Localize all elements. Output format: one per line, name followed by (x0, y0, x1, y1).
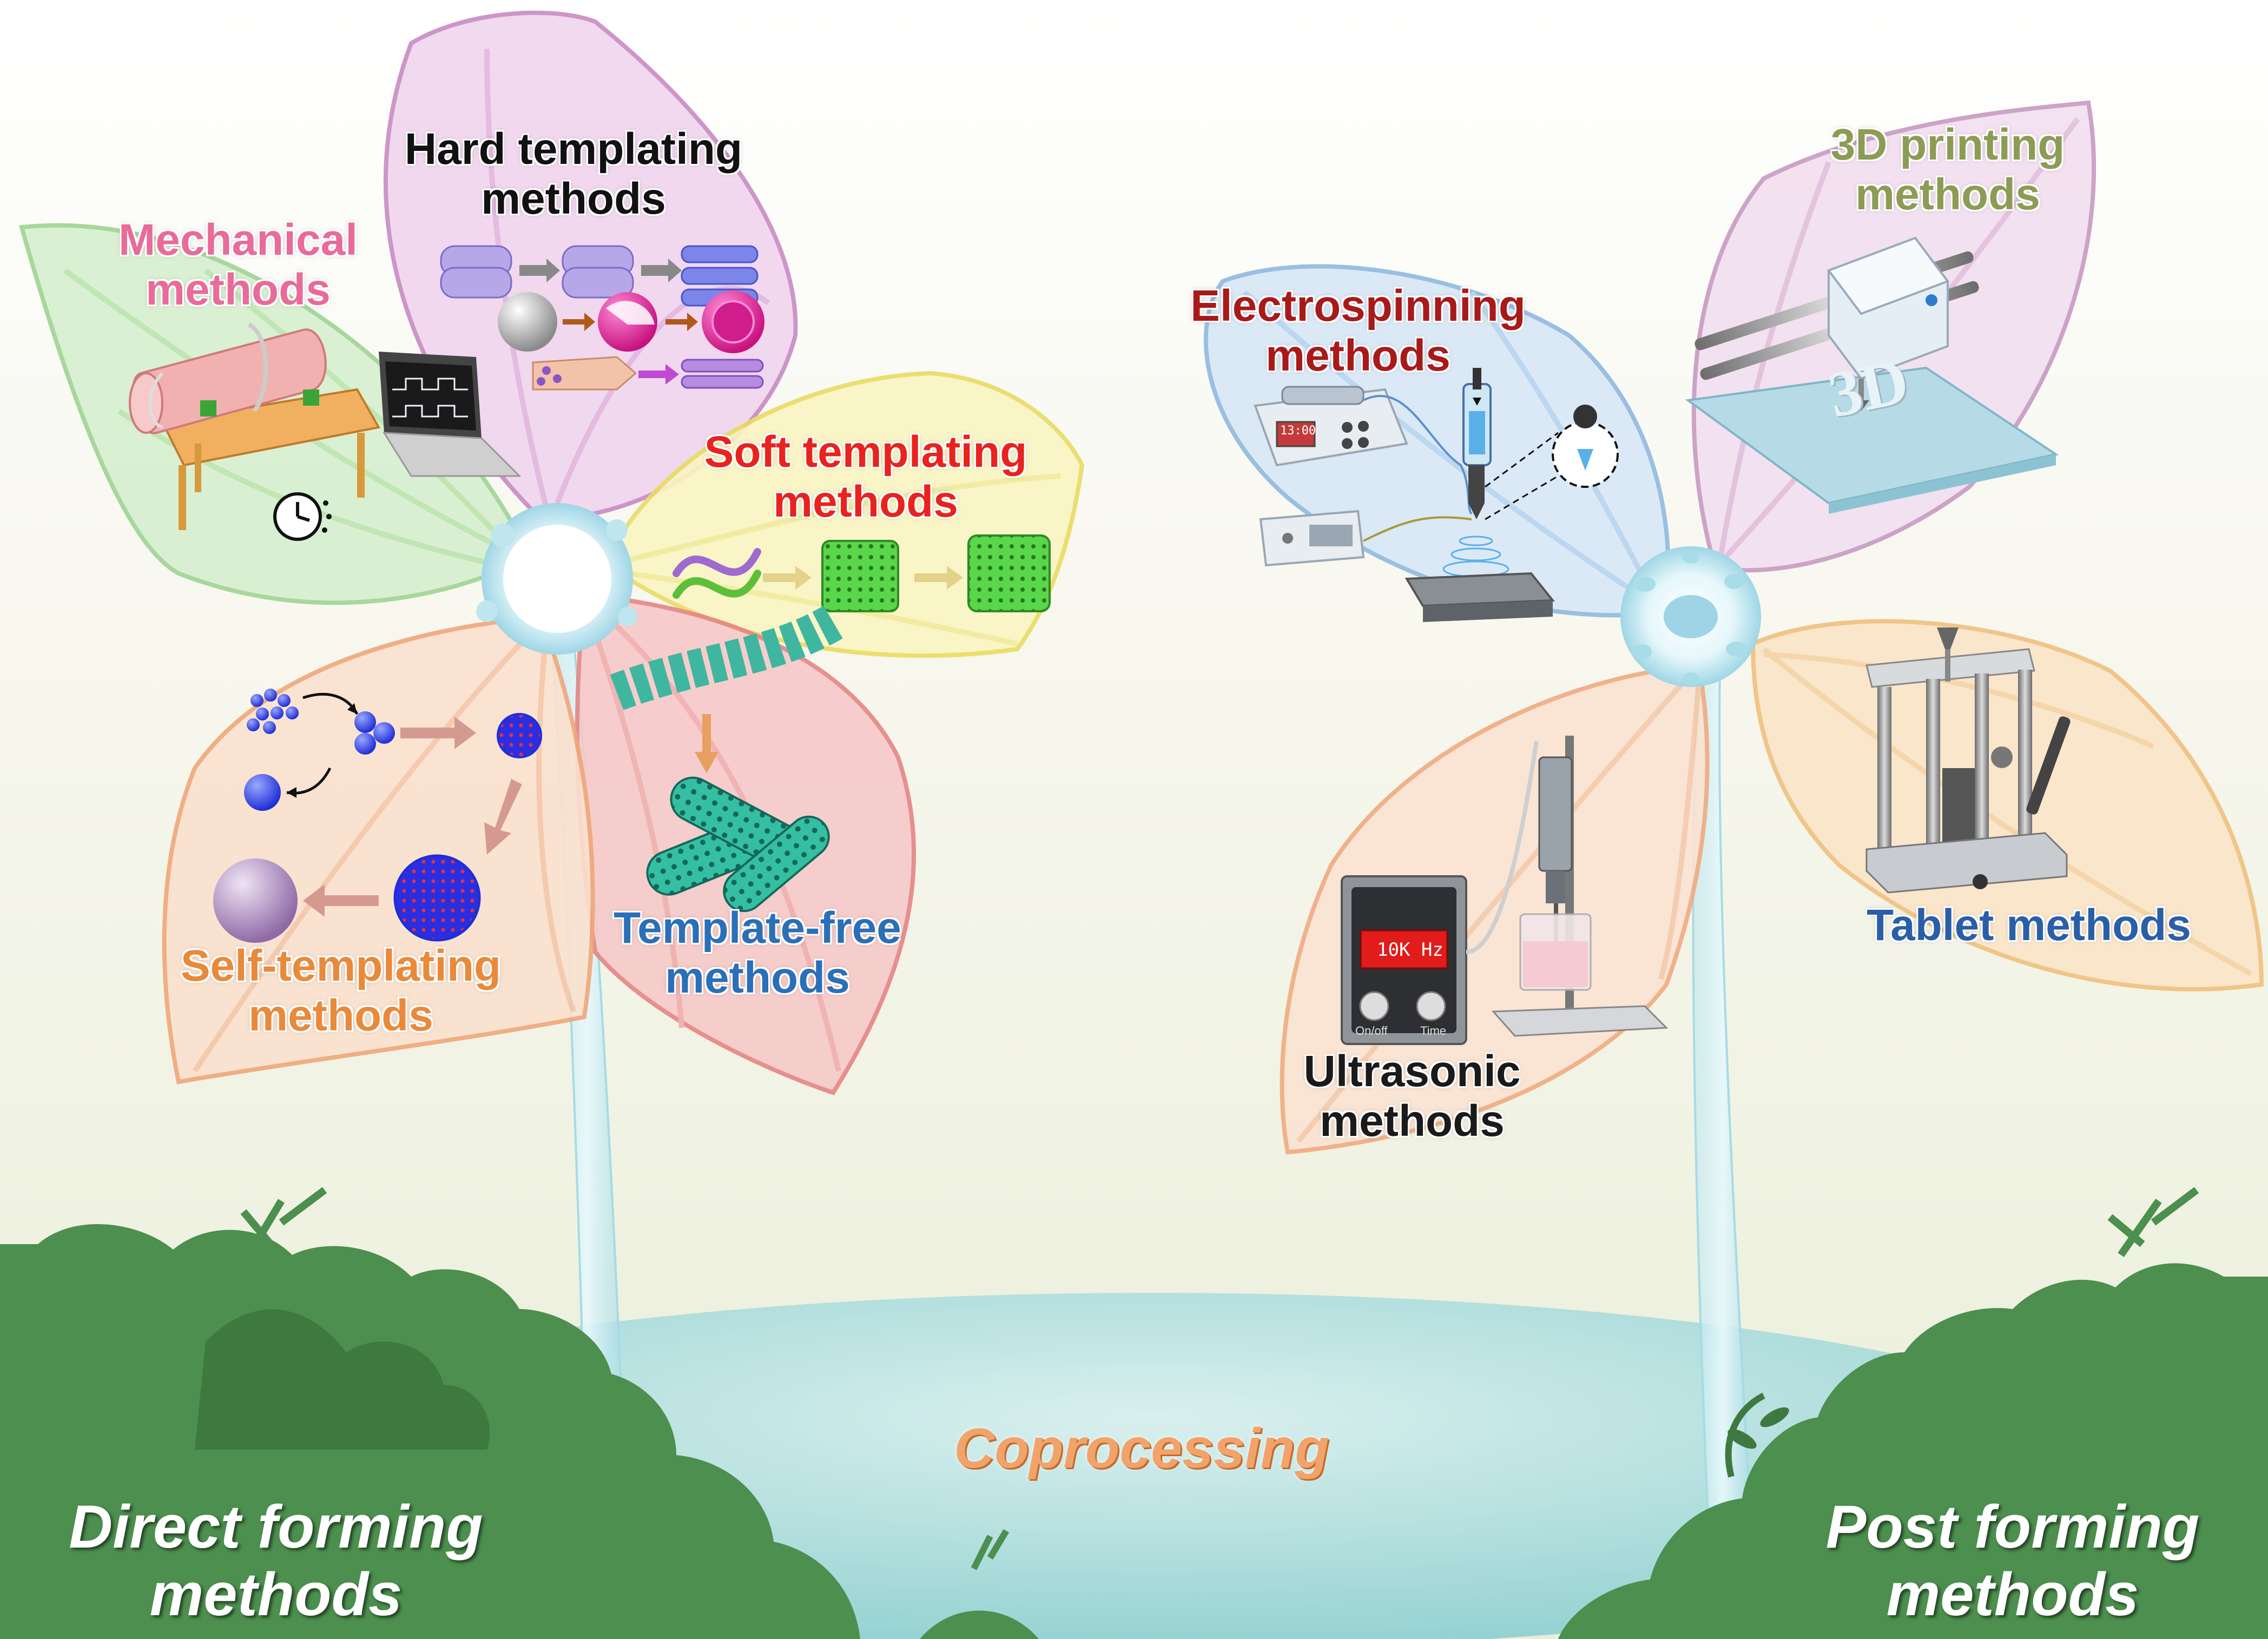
ultrasonic-knob-right-label: Time (1420, 1024, 1447, 1037)
label-ultrasonic-methods: Ultrasonic methods (1261, 1047, 1564, 1146)
label-post-forming-methods: Post forming methods (1775, 1493, 2251, 1629)
label-soft-templating-line2: methods (773, 477, 958, 526)
template-free-illustration (610, 605, 843, 913)
right-forest (1558, 1187, 2268, 1639)
label-ultrasonic-line2: methods (1320, 1096, 1505, 1146)
self-templating-illustration (213, 689, 542, 943)
soft-templating-illustration (673, 534, 1051, 612)
label-direct-forming-methods: Direct forming methods (32, 1493, 519, 1629)
label-template-free-line1: Template-free (614, 903, 901, 953)
label-template-free-methods: Template-free methods (595, 903, 920, 1003)
label-electrospinning-line2: methods (1265, 331, 1451, 380)
label-hard-templating-line1: Hard templating (404, 124, 743, 174)
hard-templating-illustration (440, 245, 764, 391)
label-soft-templating-methods: Soft templating methods (693, 427, 1039, 527)
label-direct-forming-line1: Direct forming (69, 1493, 483, 1561)
label-template-free-line2: methods (665, 953, 850, 1002)
label-electrospinning-line1: Electrospinning (1190, 281, 1526, 331)
label-coprocessing: Coprocessing (954, 1417, 1329, 1480)
label-mechanical-methods: Mechanical methods (97, 215, 379, 315)
left-flower-center (476, 503, 637, 655)
label-self-templating-line1: Self-templating (180, 941, 502, 990)
mechanical-illustration (129, 322, 522, 541)
label-hard-templating-line2: methods (481, 174, 666, 223)
label-mechanical-line2: methods (146, 265, 331, 314)
ultrasonic-display-text: 10K Hz (1377, 939, 1443, 961)
label-electrospinning-methods: Electrospinning methods (1163, 281, 1553, 381)
label-tablet-methods: Tablet methods (1850, 901, 2207, 950)
label-hard-templating-methods: Hard templating methods (379, 124, 768, 224)
ultrasonic-knob-left-label: On/off (1355, 1024, 1388, 1037)
label-post-forming-line2: methods (1886, 1561, 2139, 1629)
right-flower-center (1620, 546, 1761, 687)
3d-printing-illustration (1685, 236, 2059, 514)
label-tablet-line1: Tablet methods (1867, 901, 2191, 950)
label-direct-forming-line2: methods (149, 1561, 403, 1629)
label-3d-printing-methods: 3D printing methods (1796, 120, 2099, 220)
left-forest (0, 1187, 1039, 1639)
label-ultrasonic-line1: Ultrasonic (1303, 1047, 1521, 1096)
syringe-pump-display-text: 13:00 (1280, 424, 1316, 438)
label-mechanical-line1: Mechanical (118, 215, 358, 265)
ultrasonic-illustration (1341, 736, 1669, 1045)
label-self-templating-line2: methods (248, 990, 433, 1040)
label-3d-printing-line1: 3D printing (1830, 120, 2065, 169)
label-3d-printing-line2: methods (1855, 169, 2040, 219)
label-soft-templating-line1: Soft templating (704, 427, 1027, 477)
label-post-forming-line1: Post forming (1825, 1493, 2200, 1561)
electrospinning-illustration (1254, 368, 1619, 622)
label-self-templating-methods: Self-templating methods (168, 941, 514, 1041)
tablet-illustration (1865, 627, 2071, 894)
